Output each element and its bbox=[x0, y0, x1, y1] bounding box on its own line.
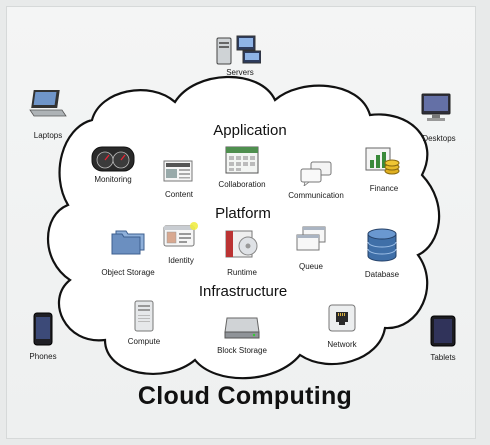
tablets-node[interactable]: Tablets bbox=[425, 315, 461, 367]
database-icon bbox=[367, 228, 397, 262]
calendar-icon bbox=[225, 146, 259, 174]
servers-label: Servers bbox=[226, 68, 254, 77]
server-tower-icon bbox=[134, 300, 154, 332]
queue-windows-icon bbox=[296, 226, 326, 251]
finance-node[interactable]: Finance bbox=[364, 144, 404, 193]
phone-icon bbox=[33, 312, 53, 346]
block-storage-label: Block Storage bbox=[217, 346, 267, 355]
monitoring-node[interactable]: Monitoring bbox=[91, 145, 135, 187]
content-node[interactable]: Content bbox=[163, 160, 195, 200]
communication-node[interactable]: Communication bbox=[288, 160, 344, 202]
phones-label: Phones bbox=[29, 352, 57, 361]
desktops-node[interactable]: Desktops bbox=[418, 92, 460, 144]
laptops-label: Laptops bbox=[33, 131, 63, 140]
folders-icon bbox=[111, 230, 145, 255]
laptops-node[interactable]: Laptops bbox=[28, 88, 68, 140]
network-node[interactable]: Network bbox=[322, 304, 362, 350]
identity-node[interactable]: Identity bbox=[162, 222, 200, 266]
database-label: Database bbox=[364, 270, 400, 279]
object-storage-node[interactable]: Object Storage bbox=[101, 228, 155, 277]
section-title-application: Application bbox=[213, 122, 287, 139]
section-title-platform: Platform bbox=[215, 205, 271, 222]
collaboration-label: Collaboration bbox=[218, 180, 266, 189]
id-card-icon bbox=[163, 222, 198, 247]
network-port-icon bbox=[328, 304, 356, 332]
finance-label: Finance bbox=[369, 184, 399, 193]
runtime-label: Runtime bbox=[227, 268, 257, 277]
tablet-icon bbox=[430, 315, 456, 347]
object-storage-label: Object Storage bbox=[101, 268, 155, 277]
hard-drive-icon bbox=[224, 317, 260, 339]
content-label: Content bbox=[164, 190, 194, 199]
queue-node[interactable]: Queue bbox=[293, 225, 329, 273]
diagram-title: Cloud Computing bbox=[137, 382, 353, 410]
newspaper-icon bbox=[163, 160, 193, 182]
queue-label: Queue bbox=[298, 262, 324, 271]
communication-label: Communication bbox=[288, 191, 344, 200]
section-title-infrastructure: Infrastructure bbox=[198, 283, 288, 300]
identity-label: Identity bbox=[168, 256, 194, 265]
collaboration-node[interactable]: Collaboration bbox=[218, 145, 266, 189]
compute-node[interactable]: Compute bbox=[124, 300, 164, 348]
laptop-icon bbox=[29, 90, 67, 117]
phones-node[interactable]: Phones bbox=[28, 312, 58, 362]
block-storage-node[interactable]: Block Storage bbox=[217, 314, 267, 356]
tablets-label: Tablets bbox=[430, 353, 456, 362]
monitoring-label: Monitoring bbox=[94, 175, 132, 184]
servers-node[interactable]: Servers bbox=[215, 34, 265, 78]
compute-label: Compute bbox=[127, 337, 161, 346]
desktop-icon bbox=[421, 93, 451, 121]
gauge-icon bbox=[91, 146, 135, 172]
runtime-icon bbox=[225, 230, 258, 258]
database-node[interactable]: Database bbox=[362, 228, 402, 279]
network-label: Network bbox=[327, 340, 357, 349]
finance-chart-icon bbox=[365, 147, 400, 175]
servers-icon bbox=[216, 35, 261, 65]
runtime-node[interactable]: Runtime bbox=[222, 228, 262, 277]
chat-bubbles-icon bbox=[300, 161, 332, 186]
desktops-label: Desktops bbox=[422, 134, 456, 143]
